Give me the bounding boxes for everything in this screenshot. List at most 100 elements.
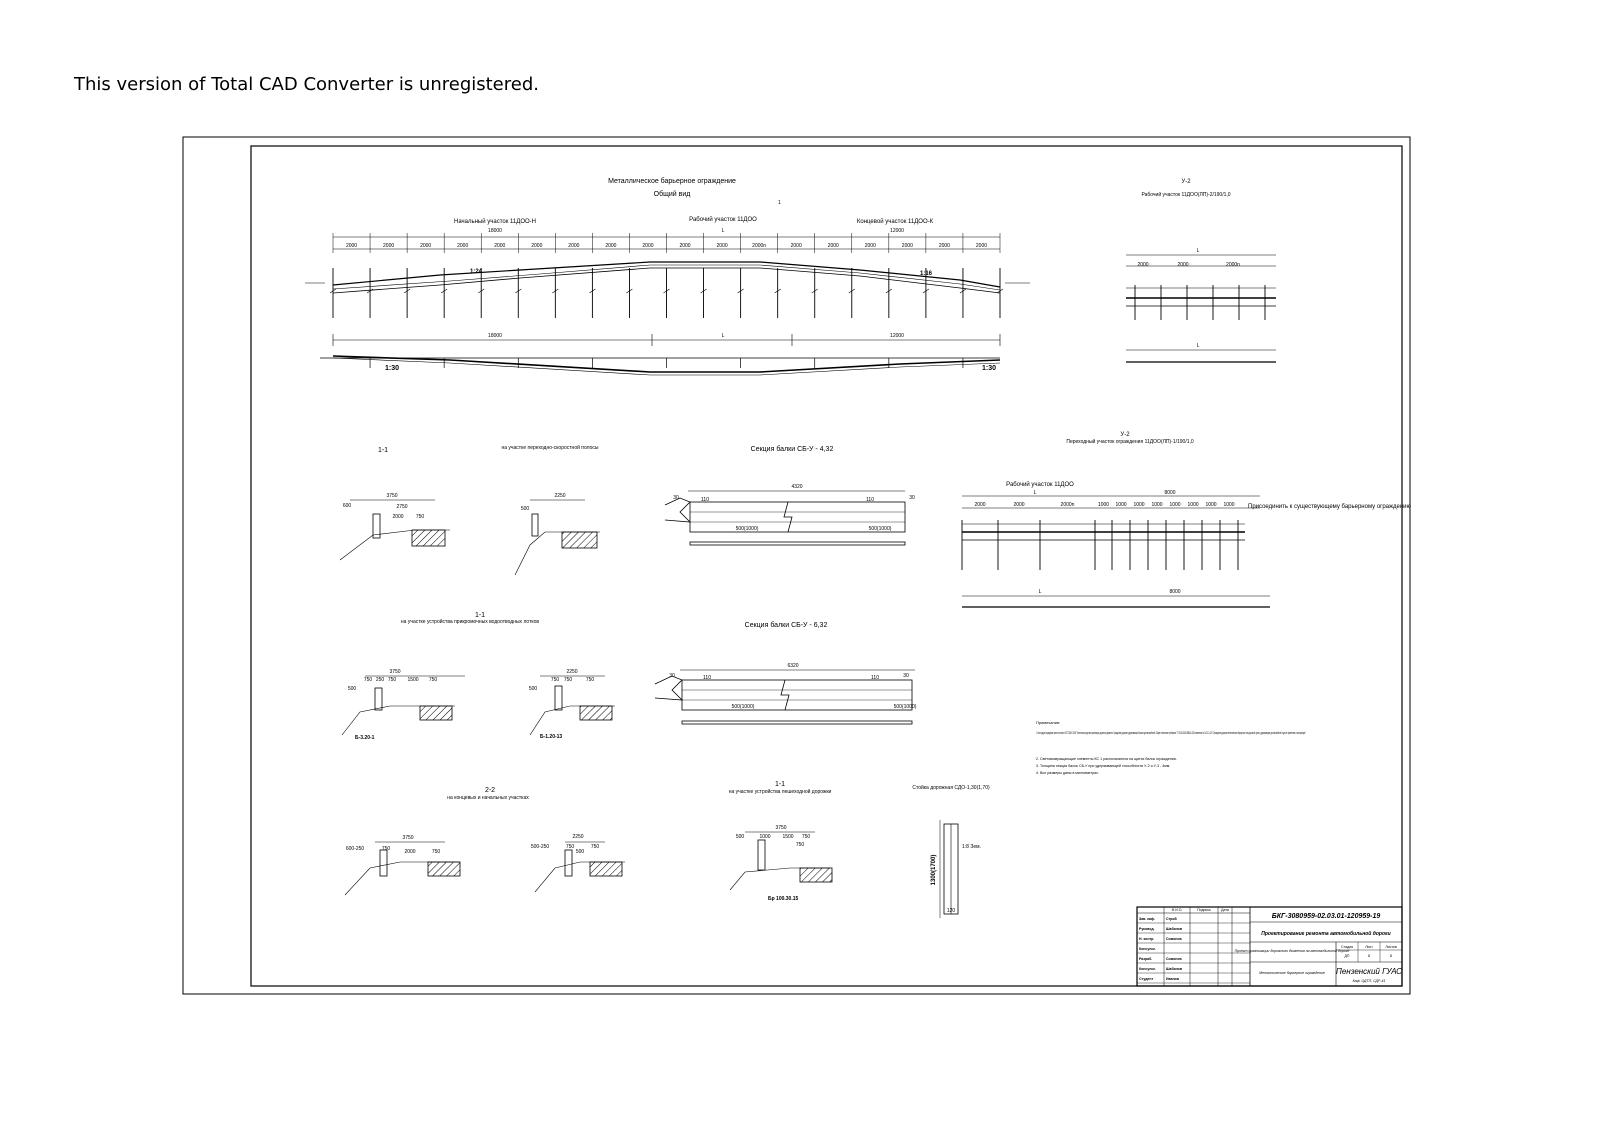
u2t-spacing-label: 1000 [1223, 502, 1234, 508]
svg-text:8000: 8000 [1164, 490, 1175, 496]
svg-text:750: 750 [796, 842, 805, 848]
svg-text:3750: 3750 [775, 825, 786, 831]
u2-trans-work-label: Рабочий участок 11ДОО [1006, 481, 1074, 488]
svg-text:L: L [1039, 589, 1042, 595]
spacing-label: 2000 [679, 243, 690, 249]
svg-text:750: 750 [432, 849, 441, 855]
section-1-1-b-caption: на участке устройства прикромочных водоо… [401, 618, 539, 625]
inner-frame [250, 145, 1403, 987]
u2-top-subtitle: Рабочий участок 11ДОО(ЛП)-2/190/1,0 [1141, 191, 1230, 198]
section-mark-label: 1 [778, 200, 781, 206]
stamp-desc: Проект организации дорожного движения на… [1235, 949, 1350, 953]
svg-text:30: 30 [909, 495, 915, 501]
svg-text:L: L [1034, 490, 1037, 496]
stamp-org: Пензенский ГУАС [1336, 967, 1402, 976]
general-view-subtitle: Общий вид [654, 190, 691, 198]
section-2-2: 2-2 на концевых и начальных участках 375… [344, 787, 625, 896]
u2-trans-subtitle: Переходный участок ограждения 11ДОО(ЛП)-… [1066, 438, 1194, 445]
section-1-1-c-title: 1-1 [775, 781, 785, 788]
general-view-title: Металлическое барьерное ограждение [608, 177, 736, 185]
spacing-label: 2000 [346, 243, 357, 249]
spacing-label: 2000 [420, 243, 431, 249]
svg-text:750: 750 [551, 677, 560, 683]
stamp-role: Студент [1139, 977, 1153, 981]
u2-top-spacing-1: 2000 [1137, 262, 1148, 268]
svg-text:1300(1700): 1300(1700) [931, 855, 937, 886]
spacing-label: 2000 [828, 243, 839, 249]
svg-text:Дата: Дата [1221, 908, 1229, 912]
u2-top-spacing-2: 2000 [1177, 262, 1188, 268]
svg-text:2000: 2000 [404, 849, 415, 855]
section-1-1-a-caption: на участке переходно-скоростной полосы [501, 444, 598, 451]
spacing-label: 2000 [939, 243, 950, 249]
svg-text:2250: 2250 [554, 493, 565, 499]
svg-text:110: 110 [703, 675, 711, 681]
svg-text:500: 500 [521, 506, 530, 512]
u2-top-plan-L: L [1197, 343, 1200, 349]
beam-section-632: Секция балки СБ-У - 6,32 6320 110 110 30… [654, 621, 917, 725]
svg-text:Б-3.20-1: Б-3.20-1 [355, 735, 375, 741]
beam-632-title: Секция балки СБ-У - 6,32 [745, 621, 828, 629]
svg-text:Листов: Листов [1385, 945, 1397, 949]
svg-text:1000: 1000 [759, 834, 770, 840]
svg-text:750: 750 [586, 677, 595, 683]
svg-text:120: 120 [947, 908, 956, 914]
spacing-label: 2000 [383, 243, 394, 249]
stamp-role: Руковод. [1139, 927, 1155, 931]
stamp-name: Шабанов [1166, 927, 1183, 931]
stamp-name: Строй [1166, 917, 1177, 921]
u2t-spacing-label: 1000 [1187, 502, 1198, 508]
section-2-2-title: 2-2 [485, 787, 495, 794]
plan-dim-12000: 12000 [890, 333, 904, 339]
segment-start-label: Начальный участок 11ДОО-Н [454, 218, 536, 225]
outer-frame [182, 136, 1411, 995]
svg-text:500: 500 [529, 686, 538, 692]
u2t-spacing-label: 1000 [1115, 502, 1126, 508]
svg-text:500: 500 [348, 686, 357, 692]
beam-432-title: Секция балки СБ-У - 4,32 [751, 445, 834, 453]
stamp-role: Н. контр. [1139, 937, 1154, 941]
svg-text:3750: 3750 [389, 669, 400, 675]
spacing-labels: 2000 2000 2000 2000 2000 2000 2000 2000 2000 2000… [346, 243, 987, 249]
svg-text:ДП: ДП [1345, 954, 1350, 958]
u2t-spacing-label: 1000 [1169, 502, 1180, 508]
svg-text:750: 750 [416, 514, 425, 520]
u2-transition-section: У-2 Переходный участок ограждения 11ДОО(… [961, 432, 1412, 608]
svg-text:1500: 1500 [782, 834, 793, 840]
stamp-name: Сомонов [1166, 957, 1183, 961]
svg-text:500: 500 [576, 849, 585, 855]
plan-slope-start: 1:30 [385, 365, 399, 372]
u2t-spacing-label: 2000 [974, 502, 985, 508]
u2-top-spacing-3: 2000n [1226, 262, 1240, 268]
svg-text:30: 30 [903, 673, 909, 679]
stamp-code: БКГ-3080959-02.03.01-120959-19 [1272, 913, 1381, 920]
spacing-label: 2000 [717, 243, 728, 249]
u2-top-dim-L: L [1197, 248, 1200, 254]
svg-text:500(1000): 500(1000) [732, 704, 755, 710]
svg-text:750: 750 [388, 677, 397, 683]
stamp-name: Иванов [1166, 977, 1180, 981]
stamp-role: Разраб. [1139, 957, 1152, 961]
svg-text:110: 110 [866, 497, 874, 503]
svg-text:750: 750 [591, 844, 600, 850]
u2t-spacing-label: 2000 [1013, 502, 1024, 508]
svg-text:Б-1.20-13: Б-1.20-13 [540, 734, 562, 740]
svg-text:3750: 3750 [402, 835, 413, 841]
svg-text:Лист: Лист [1365, 945, 1373, 949]
notes: Примечания: 1. Конструкция ограждения пр… [1036, 720, 1306, 775]
spacing-label: 2000 [976, 243, 987, 249]
svg-text:500(1000): 500(1000) [869, 526, 892, 532]
svg-text:600: 600 [343, 503, 352, 509]
spacing-label: 2000 [791, 243, 802, 249]
note-2: 2. Световозвращающие элементы КС 1 распо… [1036, 757, 1177, 761]
svg-text:2750: 2750 [396, 504, 407, 510]
spacing-label: 2000 [902, 243, 913, 249]
svg-text:500(1000): 500(1000) [894, 704, 917, 710]
u2-working-section: У-2 Рабочий участок 11ДОО(ЛП)-2/190/1,0 … [1126, 179, 1276, 363]
stamp-title: Проектирование ремонта автомобильной дор… [1261, 930, 1390, 937]
svg-text:750: 750 [364, 677, 373, 683]
segment-work-label: Рабочий участок 11ДОО [689, 216, 757, 223]
stamp-role: Зав. каф. [1139, 917, 1155, 921]
svg-text:3750: 3750 [386, 493, 397, 499]
